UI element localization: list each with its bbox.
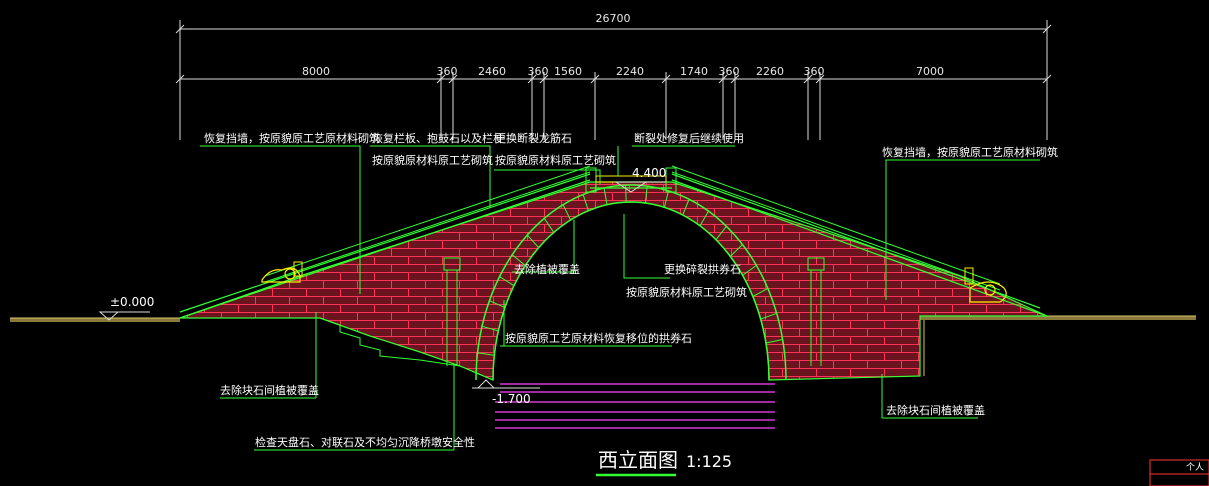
- annotation-retaining-wall-left: 恢复挡墙，按原貌原工艺原材料砌筑: [204, 131, 380, 145]
- segment-dimension-label: 7000: [916, 65, 944, 78]
- level-deck-label: 4.400: [632, 166, 666, 180]
- annotation-remove-vegetation-left: 去除块石间植被覆盖: [220, 383, 319, 397]
- segment-dimension-label: 2240: [616, 65, 644, 78]
- segment-dimensions: 8000 360 2460 360 1560 2240 1740 360 2260 360 7000: [175, 65, 1052, 140]
- drawing-title: 西立面图 1:125: [596, 448, 732, 477]
- bridge-railing: [179, 165, 1048, 319]
- annotation-railing-line2: 按原貌原材料原工艺砌筑: [372, 153, 493, 167]
- annotation-arch-stone-line2: 按原貌原材料原工艺砌筑: [626, 285, 747, 299]
- segment-dimension-label: 2460: [478, 65, 506, 78]
- voussoir-joint: [526, 234, 540, 249]
- annotation-curb-line1: 更换断裂龙筋石: [495, 131, 572, 145]
- segment-dimension-label: 360: [719, 65, 740, 78]
- level-marker-deck: 4.400: [614, 166, 666, 193]
- segment-dimension-label: 8000: [302, 65, 330, 78]
- dimension-slash: [718, 74, 728, 84]
- dimension-slash: [590, 74, 600, 84]
- voussoir-joint: [511, 254, 526, 266]
- segment-dimension-label: 360: [528, 65, 549, 78]
- drum-stone-right: [964, 267, 1007, 303]
- voussoir-joint: [477, 352, 495, 356]
- dimension-slash: [1042, 74, 1052, 84]
- voussoir-joint: [699, 210, 709, 227]
- segment-dimension-label: 1740: [680, 65, 708, 78]
- title-scale: 1:125: [686, 452, 732, 471]
- dimension-slash: [803, 74, 813, 84]
- annotation-arch-stone-line1: 更换碎裂拱券石: [664, 262, 741, 276]
- voussoir-joint: [760, 312, 777, 320]
- annotation-leaders: [200, 145, 1040, 451]
- voussoir-joint: [742, 264, 757, 276]
- dimension-slash: [436, 74, 446, 84]
- bridge-body: [179, 181, 1048, 381]
- voussoir-joint: [729, 244, 743, 257]
- dimension-slash: [815, 74, 825, 84]
- drum-stone-left: [261, 261, 303, 283]
- title-block-corner: 个人: [1149, 459, 1209, 486]
- arch-voussoirs: [477, 185, 783, 356]
- corner-label: 个人: [1186, 462, 1204, 473]
- dimension-slash: [448, 74, 458, 84]
- annotation-crack-repair: 断裂处修复后继续使用: [634, 131, 744, 145]
- dimension-slash: [730, 74, 740, 84]
- overall-dimension-label: 26700: [596, 12, 631, 25]
- voussoir-joint: [644, 186, 648, 204]
- dimension-slash: [175, 74, 185, 84]
- voussoir-joint: [489, 300, 506, 309]
- segment-dimension-label: 1560: [554, 65, 582, 78]
- arch-ring: [475, 184, 787, 381]
- dimension-slash: [661, 74, 671, 84]
- segment-dimension-label: 360: [437, 65, 458, 78]
- annotation-inspect: 检查天盘石、对联石及不均匀沉降桥墩安全性: [255, 435, 475, 449]
- voussoir-joint: [663, 190, 669, 208]
- annotation-remove-vegetation-right: 去除块石间植被覆盖: [886, 403, 985, 417]
- annotation-railing-line1: 恢复栏板、抱鼓石以及栏杆: [372, 131, 504, 145]
- annotation-retaining-wall-right: 恢复挡墙，按原貌原工艺原材料砌筑: [882, 145, 1058, 159]
- voussoir-joint: [562, 204, 571, 221]
- annotation-restore-arch: 按原貌原工艺原材料恢复移位的拱券石: [505, 331, 692, 345]
- voussoir-joint: [682, 199, 690, 216]
- dimension-slash: [527, 74, 537, 84]
- segment-dimension-label: 360: [804, 65, 825, 78]
- voussoir-joint: [625, 185, 627, 203]
- annotation-curb-line2: 按原貌原材料原工艺砌筑: [495, 153, 616, 167]
- overall-dimension: 26700: [175, 12, 1052, 140]
- voussoir-joint: [481, 325, 499, 332]
- water-lines: [495, 383, 775, 429]
- voussoir-joint: [715, 225, 727, 241]
- voussoir-joint: [582, 194, 589, 211]
- pier-right: [807, 257, 825, 366]
- voussoir-joint: [752, 288, 769, 297]
- voussoir-joint: [603, 187, 608, 205]
- title-name: 西立面图: [598, 448, 678, 472]
- level-marker-water: -1.700: [472, 379, 540, 406]
- voussoir-joint: [543, 218, 555, 233]
- level-ground-label: ±0.000: [110, 295, 154, 309]
- annotation-remove-vegetation-arch: 去除植被覆盖: [514, 262, 580, 276]
- dimension-slash: [539, 74, 549, 84]
- level-water-label: -1.700: [492, 392, 531, 406]
- voussoir-joint: [765, 339, 783, 344]
- voussoir-joint: [499, 276, 515, 287]
- segment-dimension-label: 2260: [756, 65, 784, 78]
- level-marker-ground: ±0.000: [98, 295, 154, 321]
- pier-left: [443, 257, 461, 366]
